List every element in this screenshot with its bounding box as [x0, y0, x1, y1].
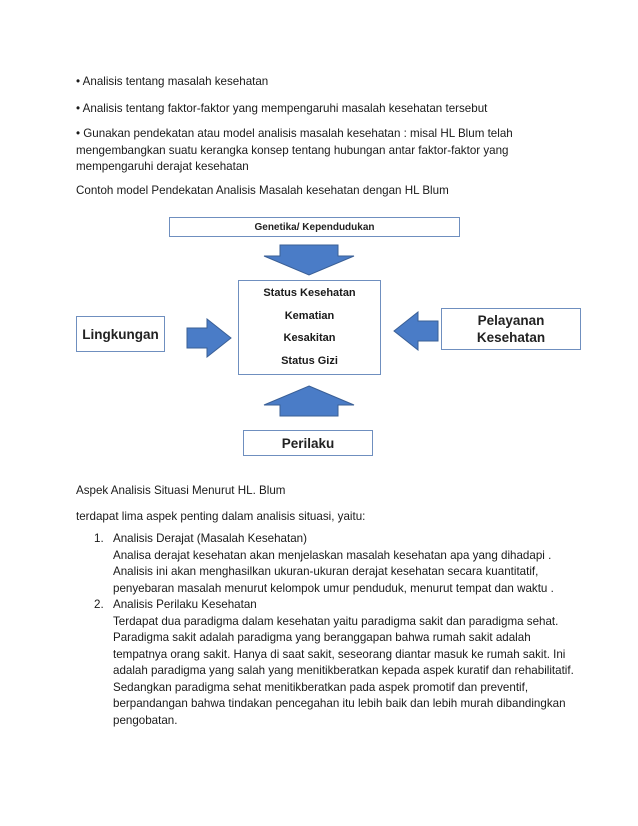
right-arrow-icon — [186, 318, 232, 358]
list-item-body: Terdapat dua paradigma dalam kesehatan y… — [113, 614, 574, 727]
diagram-intro: Contoh model Pendekatan Analisis Masalah… — [76, 184, 449, 197]
bullet-item: • Analisis tentang masalah kesehatan — [76, 75, 269, 88]
behavior-box: Perilaku — [243, 430, 373, 456]
health-service-label: Kesehatan — [476, 330, 546, 345]
bullet-item: • Gunakan pendekatan atau model analisis… — [76, 127, 513, 173]
left-arrow-icon — [393, 311, 439, 351]
list-item-title: Analisis Derajat (Masalah Kesehatan) — [113, 532, 307, 545]
list-item: Analisis Derajat (Masalah Kesehatan) Ana… — [113, 531, 583, 597]
section-title: Aspek Analisis Situasi Menurut HL. Blum — [76, 484, 286, 497]
bullet-item: • Analisis tentang faktor-faktor yang me… — [76, 102, 488, 115]
center-label: Kematian — [284, 310, 335, 322]
up-arrow-icon — [263, 385, 355, 417]
list-number: 2. — [94, 598, 104, 611]
health-status-box: Status Kesehatan Kematian Kesakitan Stat… — [238, 280, 381, 375]
center-label: Kesakitan — [283, 332, 336, 344]
list-number: 1. — [94, 532, 104, 545]
list-item-title: Analisis Perilaku Kesehatan — [113, 598, 257, 611]
section-intro: terdapat lima aspek penting dalam analis… — [76, 510, 366, 523]
down-arrow-icon — [263, 244, 355, 276]
list-item-body: Analisa derajat kesehatan akan menjelask… — [113, 548, 554, 595]
health-service-label: Pelayanan — [477, 313, 545, 328]
health-service-box: Pelayanan Kesehatan — [441, 308, 581, 350]
list-item: Analisis Perilaku Kesehatan Terdapat dua… — [113, 597, 583, 729]
center-label: Status Gizi — [281, 355, 338, 367]
center-label: Status Kesehatan — [263, 287, 356, 299]
environment-box: Lingkungan — [76, 316, 165, 352]
genetics-box: Genetika/ Kependudukan — [169, 217, 460, 237]
